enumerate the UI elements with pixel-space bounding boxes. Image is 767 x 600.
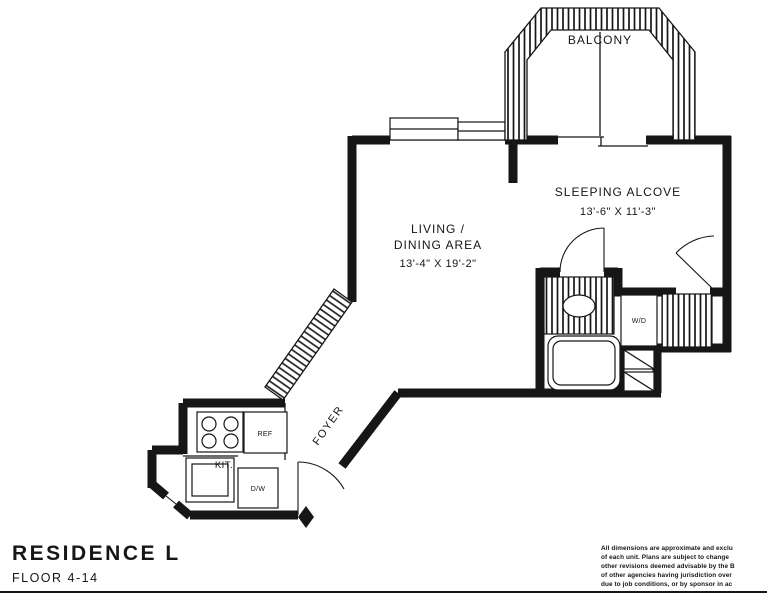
dw-label: D/W	[251, 486, 266, 493]
sink-bowl	[191, 463, 229, 497]
living-dims: 13'-4" X 19'-2"	[400, 258, 477, 270]
closets: W/D	[620, 235, 715, 348]
sleeping-alcove-label: SLEEPING ALCOVE	[555, 185, 681, 199]
disclaimer-line-5: due to job conditions, or by sponsor in …	[601, 581, 733, 588]
refrigerator	[243, 411, 288, 454]
ref-label: REF	[258, 431, 273, 438]
residence-title: RESIDENCE L	[12, 542, 181, 565]
angled-wall-hatched	[264, 288, 353, 401]
foyer-label: FOYER	[311, 404, 347, 448]
balcony-label: BALCONY	[568, 33, 632, 47]
disclaimer-line-2: of each unit. Plans are subject to chang…	[601, 554, 729, 561]
shelf-diagonal	[623, 371, 655, 392]
burner	[201, 433, 217, 449]
entry-door-arc	[297, 461, 345, 490]
disclaimer-line-4: of other agencies having jurisdiction ov…	[601, 572, 732, 579]
floor-subtitle: FLOOR 4-14	[12, 571, 99, 585]
shelf-diagonal	[623, 349, 655, 370]
vanity	[543, 276, 615, 335]
entry	[297, 461, 345, 528]
disclaimer-line-1: All dimensions are approximate and exclu	[601, 545, 733, 552]
kitchen: REF D/W KIT.	[165, 403, 288, 509]
closet-door-arc	[675, 235, 715, 254]
burner	[223, 433, 239, 449]
sink-basin	[562, 294, 596, 318]
bathroom-door-arc	[559, 227, 605, 273]
disclaimer-block: All dimensions are approximate and exclu…	[601, 545, 735, 588]
bathtub-inner	[552, 340, 616, 386]
bathroom	[543, 227, 655, 392]
entry-marker	[298, 506, 314, 528]
living-windows	[389, 117, 506, 141]
disclaimer-line-3: other revisions deemed advisable by the …	[601, 563, 735, 570]
service-door	[165, 495, 177, 505]
balcony: BALCONY	[504, 7, 696, 147]
closet-door-leaf	[675, 252, 715, 291]
burner	[201, 416, 217, 432]
title-block: RESIDENCE L FLOOR 4-14	[12, 542, 181, 585]
kitchen-label: KIT.	[215, 460, 233, 471]
living-label-line2: DINING AREA	[394, 238, 482, 252]
washer-dryer-closet	[620, 294, 658, 347]
burner	[223, 416, 239, 432]
bottom-rule	[0, 591, 767, 593]
sleeping-alcove-dims: 13'-6" X 11'-3"	[580, 206, 656, 218]
wd-label: W/D	[632, 318, 647, 325]
sleeping-alcove: SLEEPING ALCOVE 13'-6" X 11'-3"	[555, 185, 681, 218]
balcony-wall-band	[504, 7, 696, 141]
dishwasher	[237, 467, 279, 509]
hatched-closet	[661, 293, 713, 348]
living-label-line1: LIVING /	[411, 222, 465, 236]
living-dining-area: LIVING / DINING AREA 13'-4" X 19'-2"	[394, 222, 482, 270]
